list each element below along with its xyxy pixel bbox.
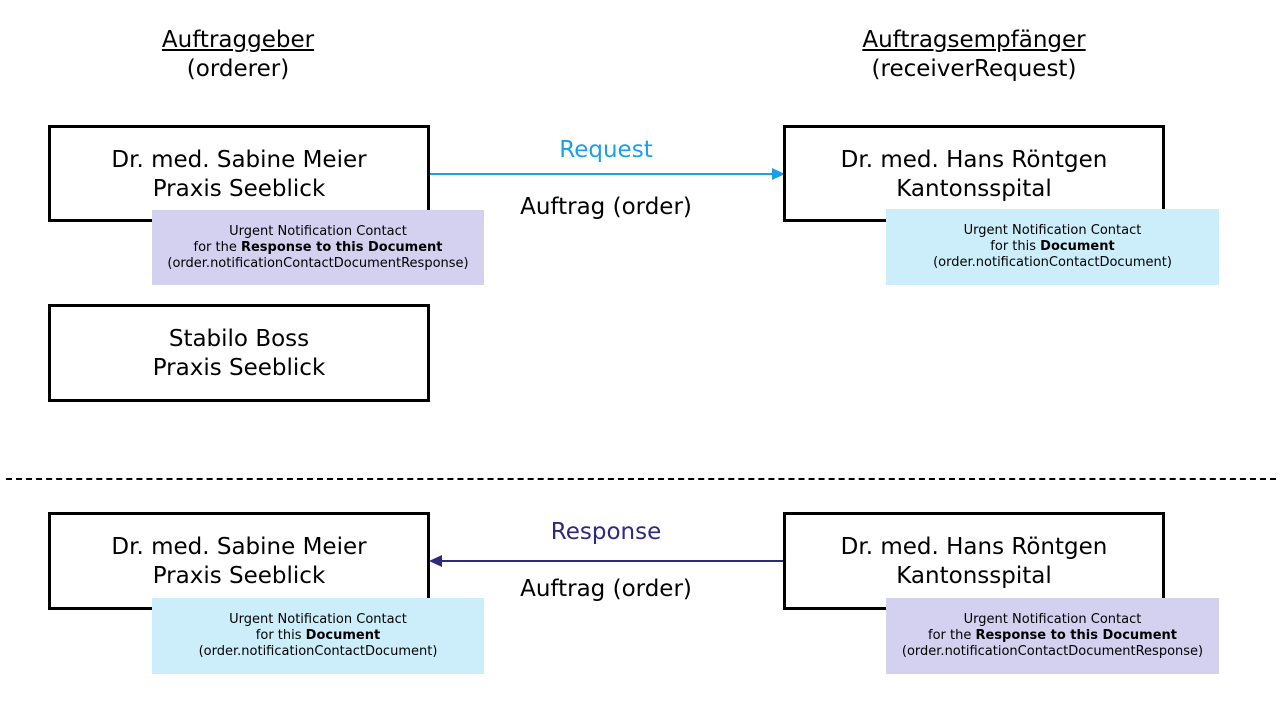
note-title: Urgent Notification Contact xyxy=(963,612,1142,627)
header-orderer-subtitle: (orderer) xyxy=(186,56,290,82)
note-path: (order.notificationContactDocument) xyxy=(933,255,1172,270)
note-purpose: for the Response to this Document xyxy=(152,240,484,256)
response-receiver-org: Kantonsspital xyxy=(896,563,1052,589)
request-receiver-note: Urgent Notification Contact for this Doc… xyxy=(886,209,1219,285)
note-path: (order.notificationContactDocumentRespon… xyxy=(167,256,469,271)
request-label: Request xyxy=(559,137,653,163)
request-receiver-box: Dr. med. Hans Röntgen Kantonsspital xyxy=(783,125,1165,222)
note-purpose-prefix: for this xyxy=(990,239,1041,254)
header-receiver-title: Auftragsempfänger xyxy=(862,27,1086,53)
note-purpose-prefix: for the xyxy=(193,240,241,255)
request-receiver-org: Kantonsspital xyxy=(896,176,1052,202)
note-purpose-bold: Document xyxy=(1040,239,1115,254)
response-orderer-box: Dr. med. Sabine Meier Praxis Seeblick xyxy=(48,512,430,610)
request-sublabel: Auftrag (order) xyxy=(520,194,692,220)
response-orderer-org: Praxis Seeblick xyxy=(152,563,326,589)
response-arrowhead xyxy=(429,555,442,567)
note-purpose: for this Document xyxy=(886,239,1219,255)
request-orderer-note: Urgent Notification Contact for the Resp… xyxy=(152,210,484,285)
note-title: Urgent Notification Contact xyxy=(229,612,407,627)
section-divider xyxy=(6,478,1276,480)
note-purpose-bold: Response to this Document xyxy=(240,240,443,255)
request-receiver-name: Dr. med. Hans Röntgen xyxy=(840,147,1108,173)
response-receiver-name: Dr. med. Hans Röntgen xyxy=(840,534,1108,560)
request-orderer-name: Dr. med. Sabine Meier xyxy=(111,147,367,173)
note-path: (order.notificationContactDocumentRespon… xyxy=(901,644,1204,659)
response-receiver-box: Dr. med. Hans Röntgen Kantonsspital xyxy=(783,512,1165,610)
header-orderer-title: Auftraggeber xyxy=(161,27,315,53)
response-label: Response xyxy=(550,519,662,545)
header-receiver-subtitle: (receiverRequest) xyxy=(871,56,1077,82)
request-orderer-box: Dr. med. Sabine Meier Praxis Seeblick xyxy=(48,125,430,222)
note-purpose-prefix: for the xyxy=(928,628,976,643)
note-path: (order.notificationContactDocument) xyxy=(198,644,438,659)
note-purpose-bold: Response to this Document xyxy=(975,628,1177,643)
note-purpose: for the Response to this Document xyxy=(886,628,1219,644)
header-receiver: Auftragsempfänger (receiverRequest) xyxy=(774,26,1174,84)
response-orderer-name: Dr. med. Sabine Meier xyxy=(111,534,367,560)
second-orderer-name: Stabilo Boss xyxy=(168,326,310,352)
note-purpose: for this Document xyxy=(152,628,484,644)
note-title: Urgent Notification Contact xyxy=(229,224,407,239)
note-purpose-bold: Document xyxy=(305,628,381,643)
second-orderer-box: Stabilo Boss Praxis Seeblick xyxy=(48,304,430,402)
second-orderer-org: Praxis Seeblick xyxy=(152,355,326,381)
header-orderer: Auftraggeber (orderer) xyxy=(88,26,388,84)
response-sublabel: Auftrag (order) xyxy=(520,576,692,602)
note-title: Urgent Notification Contact xyxy=(963,223,1142,238)
response-receiver-note: Urgent Notification Contact for the Resp… xyxy=(886,598,1219,674)
request-orderer-org: Praxis Seeblick xyxy=(152,176,326,202)
response-orderer-note: Urgent Notification Contact for this Doc… xyxy=(152,598,484,674)
note-purpose-prefix: for this xyxy=(255,628,306,643)
request-arrowhead xyxy=(772,168,785,180)
